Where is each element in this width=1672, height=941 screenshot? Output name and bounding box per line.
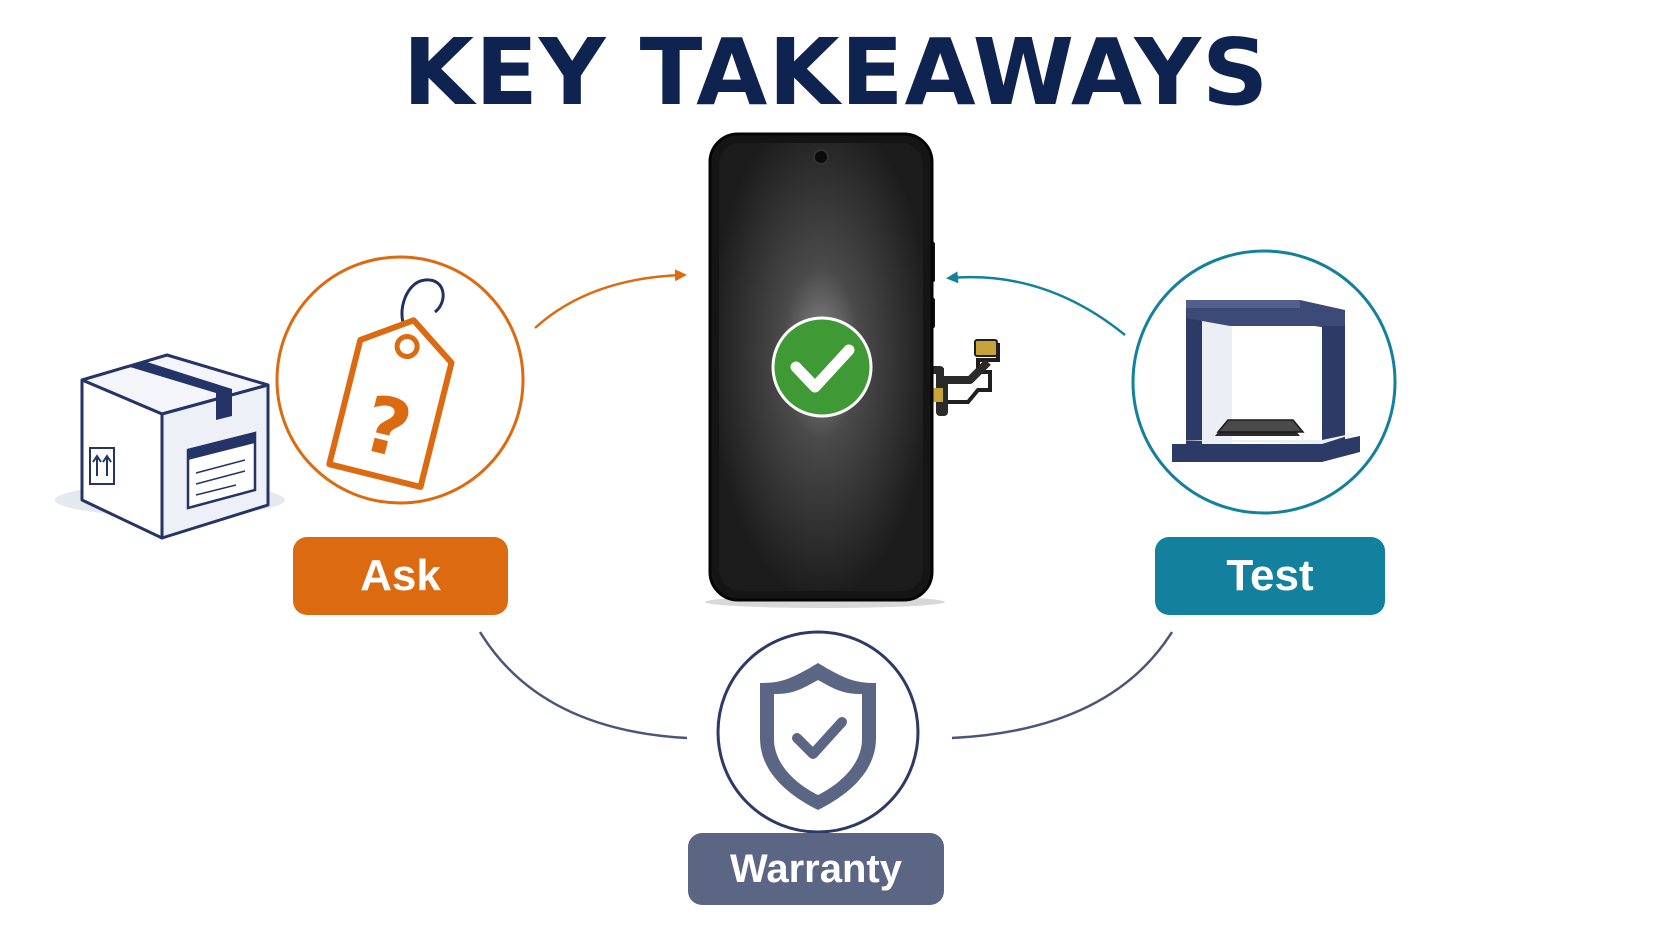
warranty-label: Warranty [688,833,944,905]
test-light-box-icon [1172,300,1360,462]
check-badge-icon [771,316,873,418]
connector-test-to-warranty [951,631,1174,740]
test-label: Test [1155,537,1385,615]
shield-check-icon [760,663,876,810]
connector-ask-to-phone [534,269,687,329]
ask-label: Ask [293,537,508,615]
connector-ask-to-warranty [478,631,688,740]
shipping-box-icon [55,353,285,540]
connector-test-to-phone [946,271,1126,336]
price-tag-question-icon: ? [326,278,455,490]
page-title: KEY TAKEAWAYS [402,19,1270,126]
